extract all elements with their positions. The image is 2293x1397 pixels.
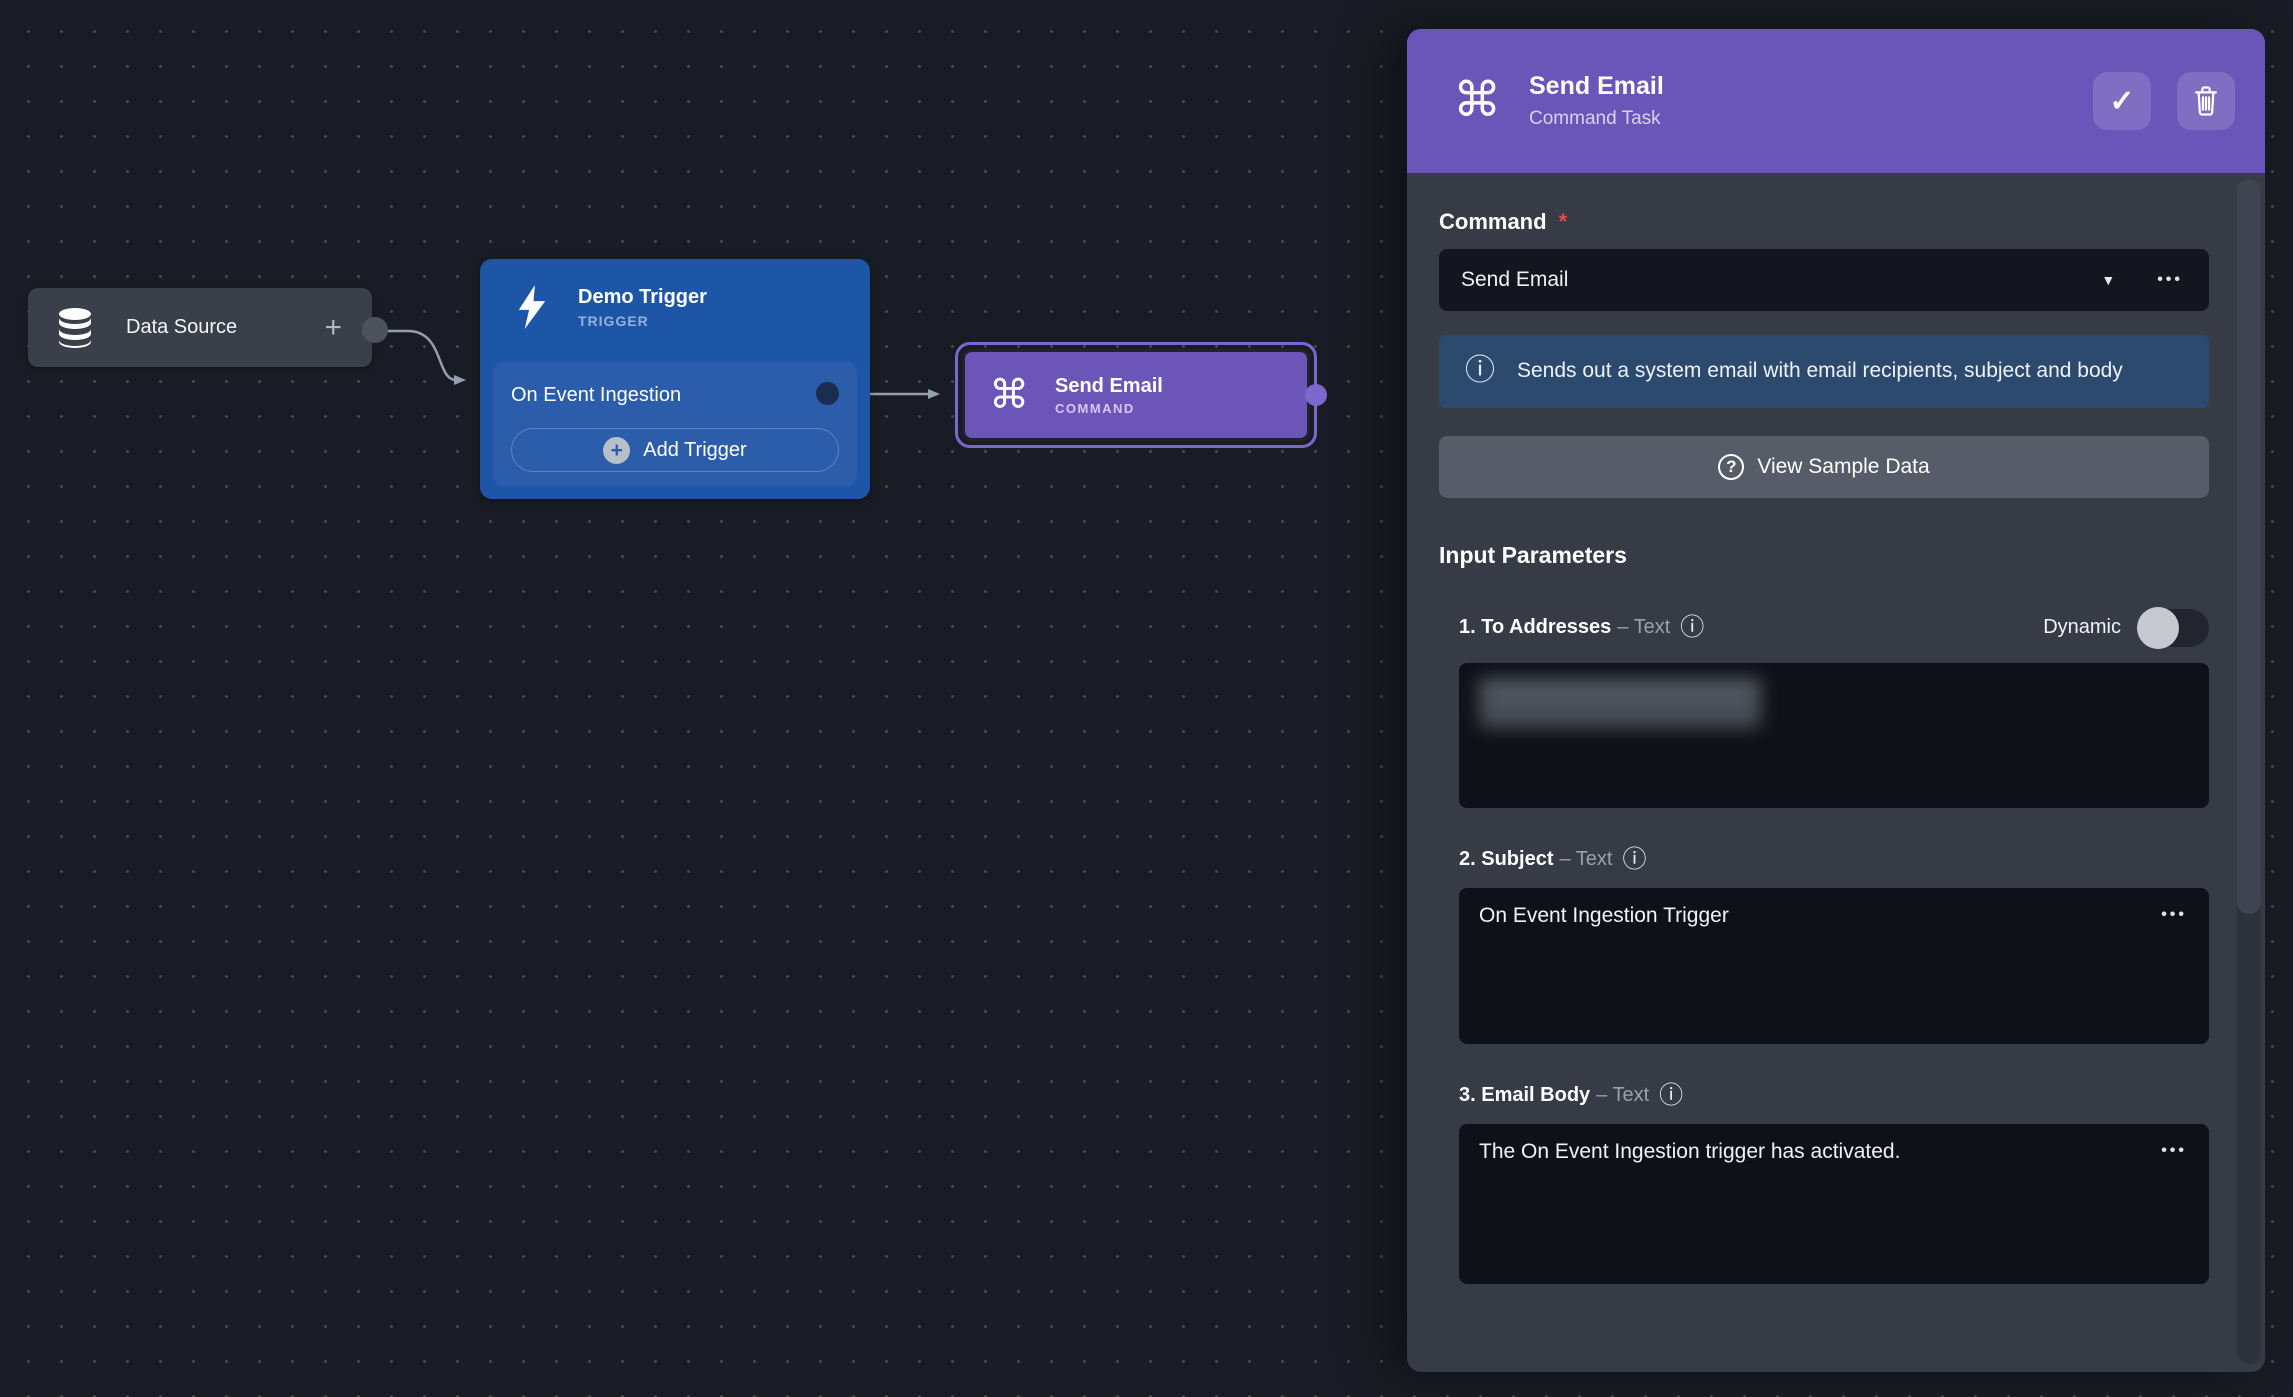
param-type-label: – Text [1596,1084,1650,1107]
command-description-callout: ⓘ Sends out a system email with email re… [1439,335,2209,408]
command-select[interactable]: Send Email ▼ ••• [1439,249,2209,311]
dynamic-toggle-label: Dynamic [2043,616,2121,639]
param-to-addresses: 1. To Addresses – Text ⓘ Dynamic [1439,606,2209,808]
required-marker: * [1558,209,1568,234]
info-icon[interactable]: ⓘ [1659,1081,1684,1109]
lightning-icon [518,285,546,329]
panel-body: Command * Send Email ▼ ••• ⓘ Sends out a… [1407,173,2265,1284]
panel-scrollbar[interactable] [2237,179,2261,1364]
trigger-list: On Event Ingestion + Add Trigger [493,362,857,486]
check-icon: ✓ [2109,84,2135,118]
task-config-panel: ⌘ Send Email Command Task ✓ [1407,29,2265,1372]
database-icon [59,307,91,348]
add-data-source-button[interactable]: + [324,310,342,344]
confirm-button[interactable]: ✓ [2093,72,2151,130]
param-label: 2. Subject [1459,848,1554,871]
trigger-item-on-event-ingestion[interactable]: On Event Ingestion [511,380,839,410]
delete-task-button[interactable] [2177,72,2235,130]
redacted-email-value [1479,678,1761,727]
param-label: 3. Email Body [1459,1084,1591,1107]
add-trigger-button[interactable]: + Add Trigger [511,428,839,472]
plus-circle-icon: + [603,436,631,464]
demo-trigger-type-badge: TRIGGER [578,312,649,329]
info-icon[interactable]: ⓘ [1680,613,1705,641]
trigger-item-label: On Event Ingestion [511,383,682,406]
dynamic-toggle[interactable] [2137,606,2209,649]
toggle-knob [2137,606,2179,649]
send-email-node[interactable]: ⌘ Send Email COMMAND [962,349,1310,441]
demo-trigger-header: Demo Trigger TRIGGER [480,259,870,329]
send-email-output-handle[interactable] [1305,384,1327,406]
demo-trigger-node[interactable]: Demo Trigger TRIGGER On Event Ingestion … [480,259,870,499]
add-trigger-label: Add Trigger [643,438,747,461]
panel-header: ⌘ Send Email Command Task ✓ [1407,29,2265,173]
info-icon: ⓘ [1465,354,1495,388]
subject-value: On Event Ingestion Trigger [1479,903,1729,927]
chevron-down-icon: ▼ [2101,272,2116,288]
command-select-value: Send Email [1461,268,1569,291]
param-email-body: 3. Email Body – Text ⓘ The On Event Inge… [1439,1081,2209,1284]
input-parameters-heading: Input Parameters [1439,541,1627,568]
param-label: 1. To Addresses [1459,616,1612,639]
trash-icon [2195,86,2217,116]
command-label: Command [1439,209,1547,234]
param-type-label: – Text [1617,616,1671,639]
demo-trigger-title: Demo Trigger [578,285,707,308]
data-source-label: Data Source [126,316,238,338]
view-sample-data-label: View Sample Data [1757,454,1930,478]
command-icon: ⌘ [1453,74,1501,127]
send-email-node-selection-ring: ⌘ Send Email COMMAND [955,342,1317,448]
email-body-field[interactable]: The On Event Ingestion trigger has activ… [1459,1123,2209,1284]
data-source-node[interactable]: Data Source + [28,288,372,367]
send-email-node-title: Send Email [1055,374,1163,397]
question-icon: ? [1718,453,1745,480]
email-body-value: The On Event Ingestion trigger has activ… [1479,1139,1901,1163]
subject-field[interactable]: On Event Ingestion Trigger ••• [1459,887,2209,1044]
param-subject: 2. Subject – Text ⓘ On Event Ingestion T… [1439,845,2209,1044]
command-description-text: Sends out a system email with email reci… [1517,359,2123,382]
panel-subtitle: Command Task [1529,108,1661,129]
to-addresses-field[interactable] [1459,662,2209,808]
view-sample-data-button[interactable]: ? View Sample Data [1439,435,2209,498]
subject-field-menu[interactable]: ••• [2161,905,2187,923]
email-body-field-menu[interactable]: ••• [2161,1141,2187,1159]
param-type-label: – Text [1559,848,1613,871]
panel-scrollbar-thumb[interactable] [2237,179,2261,914]
panel-title: Send Email [1529,72,1664,100]
info-icon[interactable]: ⓘ [1622,845,1647,873]
command-icon: ⌘ [989,373,1029,417]
data-source-output-handle[interactable] [362,317,388,343]
trigger-output-handle[interactable] [816,382,839,405]
edge-datasource-to-trigger [388,329,466,385]
command-options-menu[interactable]: ••• [2157,271,2183,288]
send-email-type-badge: COMMAND [1055,400,1135,416]
